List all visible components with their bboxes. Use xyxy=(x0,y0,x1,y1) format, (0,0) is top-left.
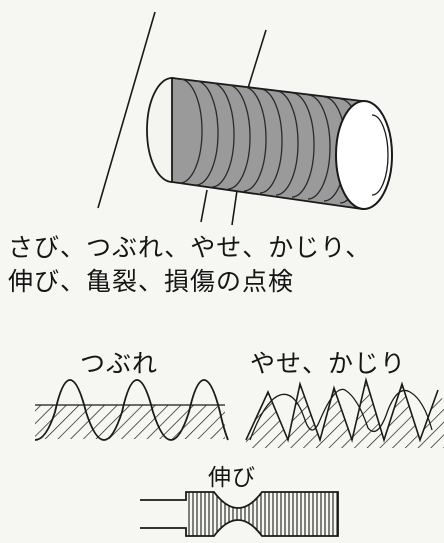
leader-line-bottom-1 xyxy=(200,189,208,223)
inspection-caption-line-1: さび、つぶれ、やせ、かじり、 xyxy=(8,233,372,262)
inspection-caption-line-2: 伸び、亀裂、損傷の点検 xyxy=(8,267,295,296)
thinned-galled-thread-profile xyxy=(245,376,444,448)
stretched-bolt-illustration xyxy=(140,491,339,537)
crushed-thread-profile xyxy=(34,379,229,441)
leader-line-left xyxy=(97,11,156,209)
label-stretching: 伸び xyxy=(208,465,256,491)
threaded-bolt-illustration xyxy=(146,76,393,210)
thread-ridges xyxy=(179,78,363,204)
label-thinning-galling: やせ、かじり xyxy=(250,349,407,378)
label-crushed: つぶれ xyxy=(80,349,159,378)
